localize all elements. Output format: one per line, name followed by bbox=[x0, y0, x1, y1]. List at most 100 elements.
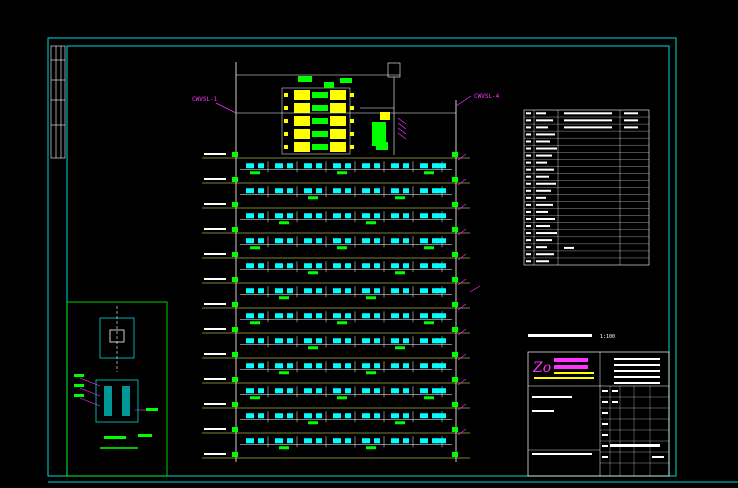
leader-9 bbox=[457, 378, 467, 386]
fixture-b-6-4 bbox=[374, 313, 380, 319]
row-num-11 bbox=[526, 189, 531, 192]
fixture-b-4-3 bbox=[345, 263, 351, 269]
fixture-b-0-4 bbox=[374, 163, 380, 169]
row-name-11 bbox=[536, 189, 551, 192]
branch-valve-9-6 bbox=[424, 396, 434, 400]
leader-0 bbox=[457, 153, 467, 161]
branch-valve-5-1 bbox=[279, 296, 289, 300]
end-fixture-2 bbox=[436, 213, 446, 219]
valve-right-1 bbox=[350, 106, 354, 110]
fixture-b-10-4 bbox=[374, 413, 380, 419]
fixture-b-3-5 bbox=[403, 238, 409, 244]
row-name-16 bbox=[536, 225, 550, 228]
fixture-b-0-6 bbox=[432, 163, 438, 169]
fixture-b-6-0 bbox=[258, 313, 264, 319]
end-fixture-5 bbox=[436, 288, 446, 294]
branch-valve-4-2 bbox=[308, 271, 318, 275]
riser-valve-l-12 bbox=[232, 452, 238, 457]
branch-valve-6-0 bbox=[250, 321, 260, 325]
fixture-b-6-1 bbox=[287, 313, 293, 319]
fixture-b-1-3 bbox=[345, 188, 351, 194]
pump-0 bbox=[312, 92, 328, 98]
riser-valve-r-9 bbox=[452, 377, 458, 382]
fixture-a-7-1 bbox=[275, 338, 283, 344]
fixture-b-1-1 bbox=[287, 188, 293, 194]
fixture-a-1-1 bbox=[275, 188, 283, 194]
fixture-b-8-2 bbox=[316, 363, 322, 369]
floor-tag-6 bbox=[204, 303, 226, 305]
tank-right-2 bbox=[330, 116, 346, 126]
fixture-b-2-1 bbox=[287, 213, 293, 219]
fixture-a-8-5 bbox=[391, 363, 399, 369]
branch-valve-10-5 bbox=[395, 421, 405, 425]
fixture-b-8-5 bbox=[403, 363, 409, 369]
valve-left-0 bbox=[284, 93, 288, 97]
row-num-17 bbox=[526, 232, 531, 235]
floor-tag-7 bbox=[204, 328, 226, 330]
row-qty-0 bbox=[624, 112, 638, 115]
branch-valve-6-3 bbox=[337, 321, 347, 325]
roof-valve-c bbox=[340, 78, 352, 83]
fixture-a-3-4 bbox=[362, 238, 370, 244]
title-block: Zo bbox=[527, 351, 670, 477]
row-name-18 bbox=[536, 239, 552, 242]
row-num-18 bbox=[526, 239, 531, 242]
row-name-19 bbox=[536, 246, 547, 249]
riser-valve-r-8 bbox=[452, 352, 458, 357]
end-fixture-0 bbox=[436, 163, 446, 169]
fixture-b-7-0 bbox=[258, 338, 264, 344]
fixture-b-2-2 bbox=[316, 213, 322, 219]
company-name-2 bbox=[554, 365, 588, 369]
branch-valve-10-2 bbox=[308, 421, 318, 425]
valve-right-3 bbox=[350, 132, 354, 136]
floor-tag-0 bbox=[204, 153, 226, 155]
valve-right-2 bbox=[350, 119, 354, 123]
fixture-a-10-2 bbox=[304, 413, 312, 419]
fixture-a-4-2 bbox=[304, 263, 312, 269]
fixture-a-1-5 bbox=[391, 188, 399, 194]
row-name-15 bbox=[536, 217, 555, 220]
riser-valve-r-0 bbox=[452, 152, 458, 157]
fixture-b-10-6 bbox=[432, 413, 438, 419]
fixture-a-11-5 bbox=[391, 438, 399, 444]
fixture-b-5-2 bbox=[316, 288, 322, 294]
fixture-a-11-0 bbox=[246, 438, 254, 444]
fixture-a-0-2 bbox=[304, 163, 312, 169]
fixture-b-4-6 bbox=[432, 263, 438, 269]
fixture-a-9-3 bbox=[333, 388, 341, 394]
fixture-a-9-0 bbox=[246, 388, 254, 394]
row-name-5 bbox=[536, 147, 557, 150]
fixture-b-0-1 bbox=[287, 163, 293, 169]
title-cell-a-6 bbox=[602, 456, 608, 458]
tank-left-4 bbox=[294, 142, 310, 152]
fixture-b-11-3 bbox=[345, 438, 351, 444]
row-num-7 bbox=[526, 161, 531, 164]
fixture-b-0-5 bbox=[403, 163, 409, 169]
row-num-6 bbox=[526, 154, 531, 157]
title-border bbox=[527, 351, 670, 477]
fixture-a-8-0 bbox=[246, 363, 254, 369]
row-name-9 bbox=[536, 175, 549, 178]
company-en-2 bbox=[534, 377, 594, 379]
branch-valve-7-2 bbox=[308, 346, 318, 350]
fixture-a-4-4 bbox=[362, 263, 370, 269]
fixture-a-7-3 bbox=[333, 338, 341, 344]
branch-valve-6-6 bbox=[424, 321, 434, 325]
fixture-a-2-4 bbox=[362, 213, 370, 219]
leader-2 bbox=[457, 203, 467, 211]
leader-3 bbox=[457, 228, 467, 236]
branch-valve-11-1 bbox=[279, 446, 289, 450]
tank-right-4 bbox=[330, 142, 346, 152]
fixture-a-8-2 bbox=[304, 363, 312, 369]
fixture-b-1-4 bbox=[374, 188, 380, 194]
roof-pump-a bbox=[372, 122, 386, 146]
row-spec-extra bbox=[564, 246, 574, 249]
fixture-a-9-2 bbox=[304, 388, 312, 394]
fixture-b-5-0 bbox=[258, 288, 264, 294]
scale-caption: 1:100 bbox=[528, 334, 615, 340]
riser-valve-r-1 bbox=[452, 177, 458, 182]
legend-table bbox=[523, 109, 650, 266]
fixture-a-0-0 bbox=[246, 163, 254, 169]
fixture-b-9-0 bbox=[258, 388, 264, 394]
row-name-2 bbox=[536, 126, 548, 129]
